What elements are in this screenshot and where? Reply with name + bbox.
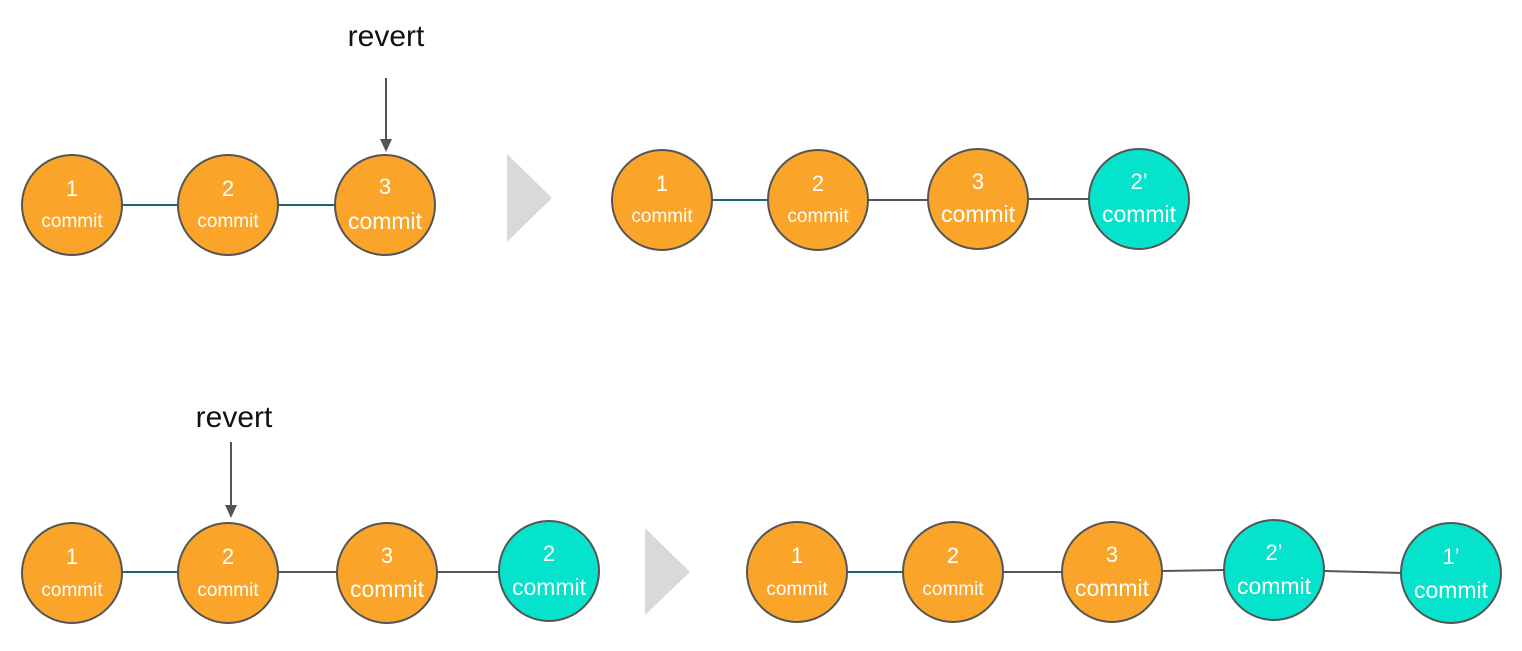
commit-number: 3 [379,174,391,199]
commit-node[interactable]: 2 commit [177,522,279,624]
revert-commit-node[interactable]: 2’ commit [1088,148,1190,250]
commit-label: commit [631,206,693,227]
commit-label: commit [1102,201,1177,227]
commit-number: 2’ [1265,540,1282,565]
revert-annotation: revert [348,20,425,53]
commit-label: commit [348,208,423,234]
commit-label: commit [766,579,828,600]
commit-number: 3 [972,169,984,194]
revert-commit-node[interactable]: 2’ commit [1223,519,1325,621]
commit-label: commit [41,211,103,232]
commit-node[interactable]: 2 commit [767,149,869,251]
revert-commit-node[interactable]: 2 commit [498,520,600,622]
revert-arrow [380,78,392,152]
commit-label: commit [787,206,849,227]
commit-label: commit [1075,575,1150,601]
commit-number: 1’ [1442,544,1459,569]
commit-number: 3 [381,543,393,568]
commit-number: 2 [812,171,824,196]
bottom-before-chain: 1 commit 2 commit 3 commit 2 commit reve… [21,401,600,624]
commit-label: commit [197,211,259,232]
edge-2r-1r [1323,570,1403,574]
commit-number: 3 [1106,542,1118,567]
commit-node[interactable]: 1 commit [746,521,848,623]
commit-node[interactable]: 3 commit [1061,521,1163,623]
commit-node[interactable]: 2 commit [902,521,1004,623]
bottom-after-chain: 1 commit 2 commit 3 commit 2’ commit 1’ … [746,519,1502,624]
commit-label: commit [922,579,984,600]
commit-label: commit [1237,573,1312,599]
commit-node[interactable]: 3 commit [927,148,1029,250]
commit-number: 1 [66,176,78,201]
commit-number: 1 [66,544,78,569]
revert-commit-node[interactable]: 1’ commit [1400,522,1502,624]
commit-node[interactable]: 2 commit [177,154,279,256]
next-step-chevron [507,154,552,242]
commit-number: 2 [222,544,234,569]
commit-number: 2’ [1130,169,1147,194]
top-before-chain: 1 commit 2 commit 3 commit revert [21,20,436,256]
commit-node[interactable]: 3 commit [334,154,436,256]
commit-number: 2 [543,541,555,566]
commit-node[interactable]: 1 commit [611,149,713,251]
commit-label: commit [350,576,425,602]
commit-number: 2 [222,176,234,201]
top-after-chain: 1 commit 2 commit 3 commit 2’ commit [611,148,1190,251]
commit-label: commit [1414,577,1489,603]
commit-label: commit [941,201,1016,227]
commit-number: 1 [656,171,668,196]
commit-number: 2 [947,543,959,568]
next-step-chevron [645,528,690,615]
commit-number: 1 [791,543,803,568]
commit-label: commit [512,574,587,600]
commit-node[interactable]: 1 commit [21,154,123,256]
revert-arrow [225,442,237,518]
commit-node[interactable]: 1 commit [21,522,123,624]
commit-node[interactable]: 3 commit [336,522,438,624]
commit-label: commit [197,580,259,601]
edge-3-2r [1161,569,1226,572]
commit-label: commit [41,580,103,601]
revert-annotation: revert [196,401,273,434]
